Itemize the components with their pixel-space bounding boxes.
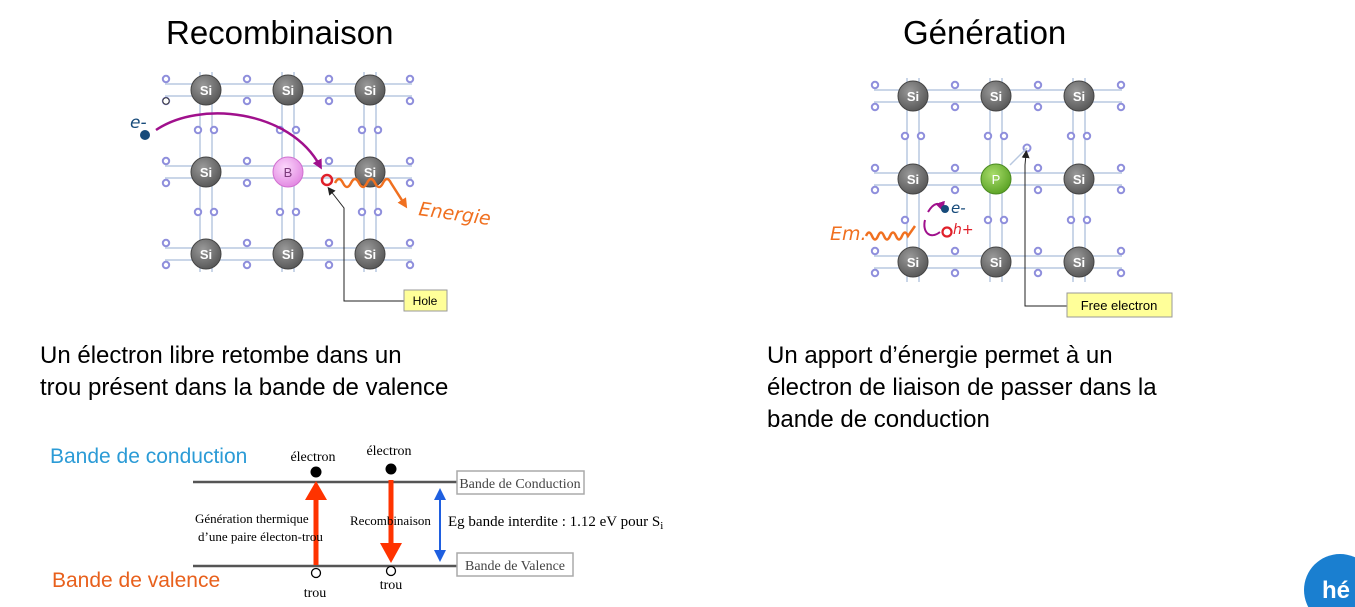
- svg-text:Si: Si: [990, 89, 1002, 104]
- svg-text:Si: Si: [1073, 172, 1085, 187]
- generated-hole-marker: [941, 226, 953, 238]
- generated-hole-label: h+: [953, 222, 974, 238]
- si-atom: Si: [1063, 163, 1095, 195]
- valence-band-label: Bande de valence: [52, 569, 221, 592]
- recombination-arrow-head: [380, 543, 402, 563]
- si-atom: Si: [897, 163, 929, 195]
- svg-text:Si: Si: [1073, 89, 1085, 104]
- free-electron-callout-box: [1066, 292, 1173, 318]
- si-atom: Si: [980, 80, 1012, 112]
- si-atom: Si: [190, 156, 222, 188]
- energy-input-label: Em.: [830, 223, 867, 245]
- valence-band-box-label: Bande de Valence: [465, 559, 565, 574]
- generation-arrow-head: [305, 481, 327, 500]
- valence-band-box: [456, 552, 574, 577]
- si-atom: Si: [980, 246, 1012, 278]
- si-atom: Si: [272, 74, 304, 106]
- generation-title: Génération: [903, 14, 1067, 51]
- si-atom: Si: [354, 156, 386, 188]
- svg-text:Si: Si: [364, 165, 376, 180]
- electron-trajectory-arrow: [155, 112, 322, 170]
- si-atom: Si: [897, 80, 929, 112]
- free-electron-tail: [1009, 147, 1028, 166]
- recombination-lattice: Si Si Si Si Si Si Si Si B e- Energie Hol…: [130, 72, 492, 312]
- generation-line-1: Un apport d’énergie permet à un: [767, 342, 1113, 369]
- svg-text:Si: Si: [907, 172, 919, 187]
- pair-curl-arrow: [923, 219, 941, 237]
- si-atom: Si: [190, 238, 222, 270]
- si-atom: Si: [272, 238, 304, 270]
- hole-callout-box: [403, 289, 448, 312]
- si-atom: Si: [354, 238, 386, 270]
- si-atom: Si: [354, 74, 386, 106]
- recombination-line-1: Un électron libre retombe dans un: [40, 342, 402, 369]
- electron-dot-right: [385, 463, 397, 475]
- svg-text:Si: Si: [364, 247, 376, 262]
- hole-callout-line: [327, 186, 405, 302]
- conduction-band-box: [456, 470, 585, 495]
- hole-callout-text: Hole: [413, 294, 438, 308]
- recombination-title: Recombinaison: [166, 14, 394, 51]
- boron-atom: B: [272, 156, 304, 188]
- svg-text:Si: Si: [364, 83, 376, 98]
- recombination-label: Recombinaison: [350, 513, 431, 528]
- silicon-atoms: Si Si Si Si Si Si Si Si: [897, 80, 1095, 278]
- school-logo: hé: [1304, 554, 1355, 607]
- conduction-band-box-label: Bande de Conduction: [459, 477, 580, 492]
- svg-text:Si: Si: [200, 247, 212, 262]
- electron-excitation-arrow: [927, 200, 945, 213]
- svg-text:Si: Si: [282, 247, 294, 262]
- generated-electron-label: e-: [951, 199, 966, 217]
- generation-label-line-2: d’une paire électon-trou: [198, 529, 323, 544]
- svg-text:Si: Si: [282, 83, 294, 98]
- generation-line-3: bande de conduction: [767, 406, 990, 433]
- hole-label-right: trou: [380, 578, 403, 593]
- energy-wave: [864, 225, 917, 241]
- free-electron-callout-text: Free electron: [1081, 298, 1158, 313]
- svg-text:P: P: [992, 172, 1001, 187]
- generation-label-line-1: Génération thermique: [195, 511, 309, 526]
- svg-text:Si: Si: [200, 83, 212, 98]
- electron-label-right: électron: [366, 444, 411, 459]
- generation-line-2: électron de liaison de passer dans la: [767, 374, 1157, 401]
- si-atom: Si: [897, 246, 929, 278]
- svg-text:Si: Si: [907, 255, 919, 270]
- generation-description: Un apport d’énergie permet à un électron…: [767, 340, 1157, 436]
- generated-electron-dot: [941, 205, 949, 213]
- svg-text:Si: Si: [907, 89, 919, 104]
- hole-label-left: trou: [304, 586, 327, 601]
- hole-dot-left: [310, 567, 322, 579]
- svg-text:B: B: [284, 165, 293, 180]
- electron-label: e-: [130, 113, 147, 133]
- si-atom: Si: [1063, 80, 1095, 112]
- silicon-atoms: Si Si Si Si Si Si Si Si: [190, 74, 386, 270]
- electron-dot-left: [310, 466, 322, 478]
- recombination-description: Un électron libre retombe dans un trou p…: [40, 340, 448, 404]
- free-electron-dot: [140, 130, 150, 140]
- bond-electrons: [161, 74, 415, 270]
- electron-label-left: électron: [290, 450, 335, 465]
- svg-text:Si: Si: [1073, 255, 1085, 270]
- phosphorus-atom: P: [980, 163, 1012, 195]
- band-diagram: électron électron trou trou Génération t…: [193, 444, 663, 601]
- hole-marker: [320, 173, 334, 187]
- si-atom: Si: [190, 74, 222, 106]
- conduction-band-label: Bande de conduction: [50, 445, 248, 468]
- svg-text:Si: Si: [990, 255, 1002, 270]
- free-electron-callout-line: [1021, 150, 1068, 307]
- empty-bond-site: [162, 97, 170, 105]
- band-gap-label: Eg bande interdite : 1.12 eV pour Si: [448, 514, 663, 532]
- svg-text:hé: hé: [1322, 577, 1350, 604]
- generation-lattice: Si Si Si Si Si Si Si Si P Em. e- h+ Free…: [830, 78, 1173, 318]
- hole-dot-right: [385, 565, 397, 577]
- si-atom: Si: [1063, 246, 1095, 278]
- energy-label: Energie: [417, 198, 492, 230]
- svg-text:Si: Si: [200, 165, 212, 180]
- bond-electrons: [870, 80, 1126, 278]
- recombination-line-2: trou présent dans la bande de valence: [40, 374, 449, 401]
- energy-wave-arrow: [333, 177, 408, 209]
